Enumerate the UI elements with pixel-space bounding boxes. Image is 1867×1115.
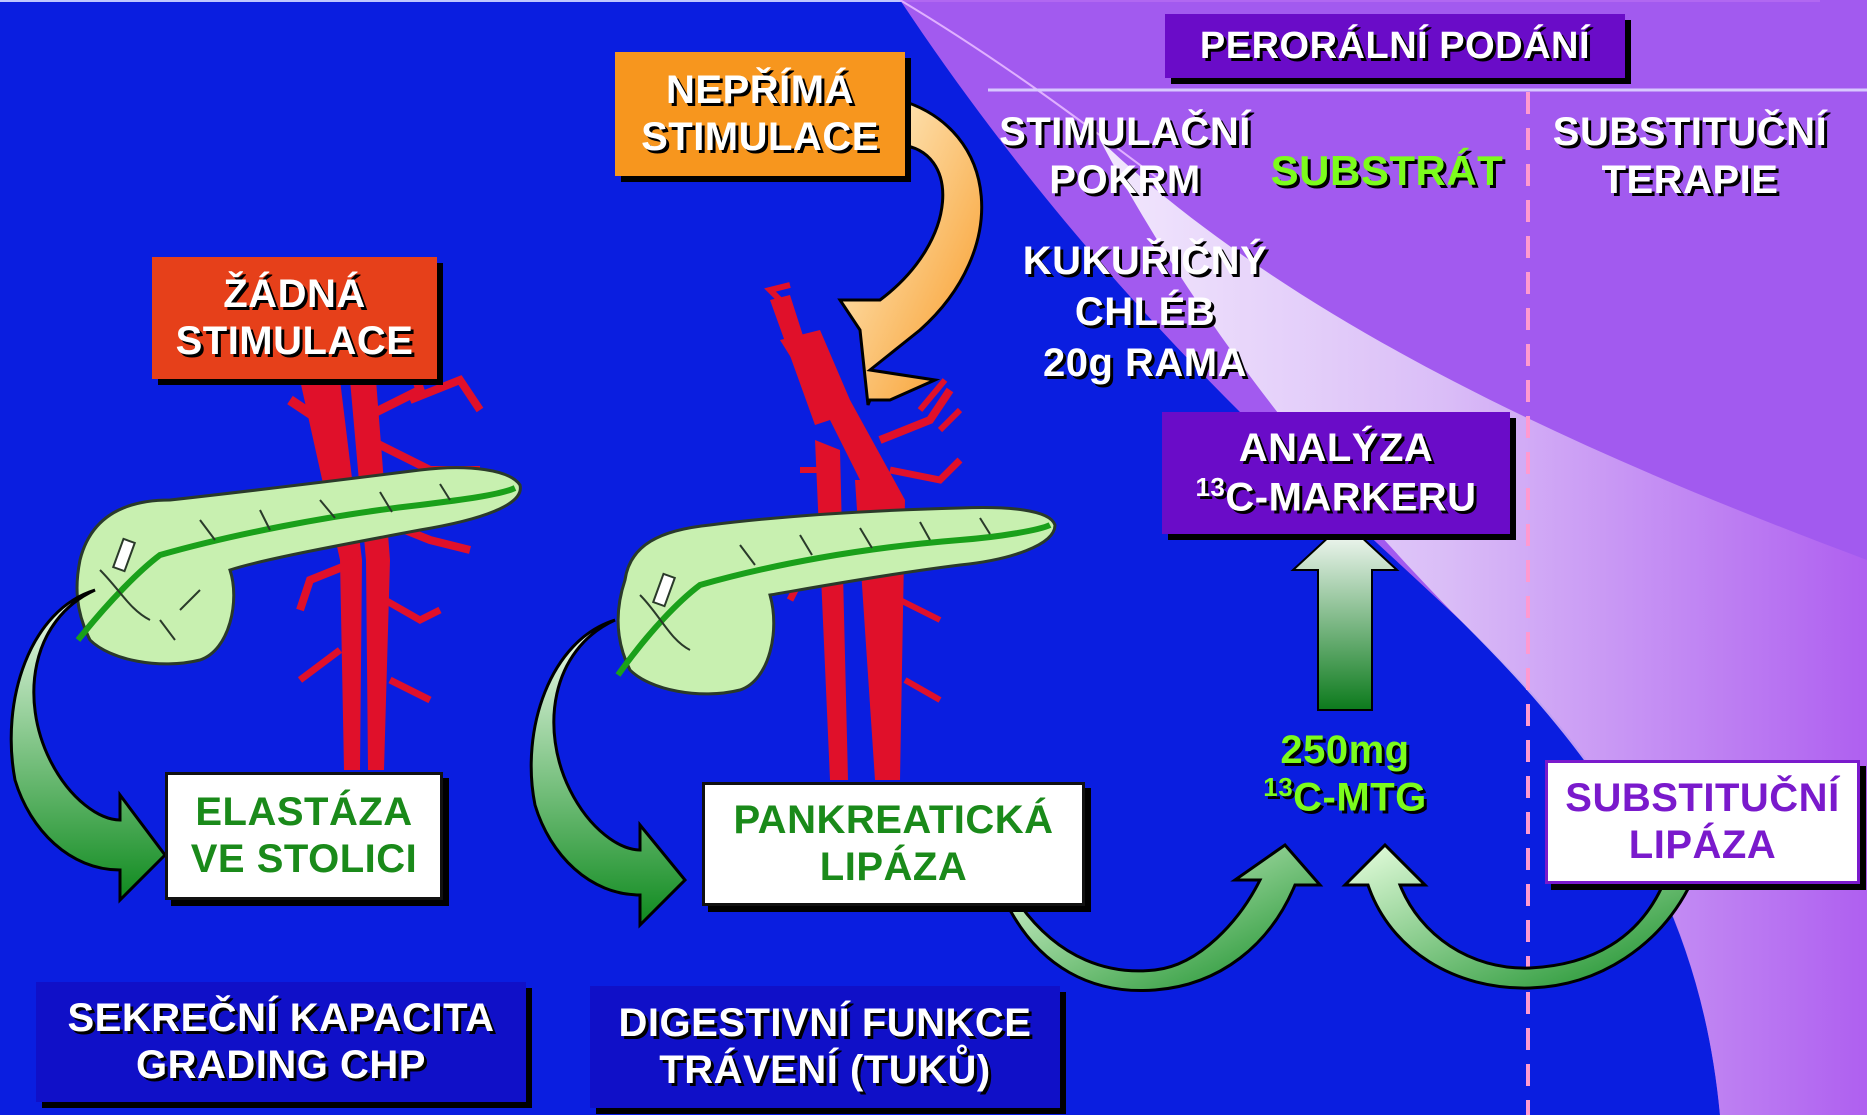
pancreatic-lipase-box: PANKREATICKÁ LIPÁZA bbox=[702, 782, 1085, 906]
substitution-therapy-line2: TERAPIE bbox=[1540, 156, 1840, 204]
elastase-line2: VE STOLICI bbox=[191, 836, 418, 883]
substitution-therapy-line1: SUBSTITUČNÍ bbox=[1540, 108, 1840, 156]
substitution-lipase-line2: LIPÁZA bbox=[1629, 822, 1776, 869]
elastase-box: ELASTÁZA VE STOLICI bbox=[165, 772, 443, 900]
indirect-stimulation-line1: NEPŘÍMÁ bbox=[666, 67, 854, 114]
substrate-dose-label: 250mg 13C-MTG bbox=[1235, 728, 1455, 820]
analysis-superscript: 13 bbox=[1195, 472, 1225, 502]
indirect-stimulation-box: NEPŘÍMÁ STIMULACE bbox=[615, 52, 905, 176]
secretory-capacity-line2: GRADING CHP bbox=[136, 1042, 426, 1089]
substrate-label: SUBSTRÁT bbox=[1262, 146, 1512, 196]
digestive-function-box: DIGESTIVNÍ FUNKCE TRÁVENÍ (TUKŮ) bbox=[590, 986, 1060, 1108]
analysis-box: ANALÝZA 13C-MARKERU bbox=[1162, 412, 1510, 534]
substrate-dose-line1: 250mg bbox=[1235, 728, 1455, 773]
substrate-dose-mtg: C-MTG bbox=[1293, 775, 1427, 819]
no-stimulation-box: ŽÁDNÁ STIMULACE bbox=[152, 257, 437, 379]
indirect-stimulation-line2: STIMULACE bbox=[641, 114, 879, 161]
secretory-capacity-box: SEKREČNÍ KAPACITA GRADING CHP bbox=[36, 982, 526, 1102]
stimulating-meal-line2: POKRM bbox=[985, 156, 1265, 204]
meal-contents-line1: KUKUŘIČNÝ bbox=[1000, 236, 1290, 287]
pancreas-left bbox=[77, 468, 520, 664]
no-stimulation-line2: STIMULACE bbox=[176, 318, 414, 365]
no-stimulation-line1: ŽÁDNÁ bbox=[223, 271, 365, 318]
analysis-line2: 13C-MARKERU bbox=[1195, 472, 1476, 522]
analysis-line1: ANALÝZA bbox=[1239, 425, 1434, 472]
oral-administration-box: PERORÁLNÍ PODÁNÍ bbox=[1165, 14, 1625, 78]
up-arrow-to-analysis bbox=[1293, 522, 1397, 710]
vessels-left bbox=[290, 360, 480, 770]
meal-contents-label: KUKUŘIČNÝ CHLÉB 20g RAMA bbox=[1000, 236, 1290, 390]
elastase-line1: ELASTÁZA bbox=[195, 789, 412, 836]
substrate-text: SUBSTRÁT bbox=[1262, 146, 1512, 196]
substitution-lipase-box: SUBSTITUČNÍ LIPÁZA bbox=[1545, 760, 1860, 884]
digestive-function-line2: TRÁVENÍ (TUKŮ) bbox=[659, 1047, 990, 1094]
substrate-dose-superscript: 13 bbox=[1263, 772, 1293, 802]
meal-contents-line2: CHLÉB bbox=[1000, 287, 1290, 338]
oral-administration-label: PERORÁLNÍ PODÁNÍ bbox=[1200, 24, 1590, 69]
pancreatic-lipase-line2: LIPÁZA bbox=[820, 844, 967, 891]
pancreatic-lipase-line1: PANKREATICKÁ bbox=[733, 797, 1053, 844]
substrate-dose-line2: 13C-MTG bbox=[1235, 773, 1455, 820]
analysis-marker-text: C-MARKERU bbox=[1225, 475, 1476, 519]
stimulating-meal-label: STIMULAČNÍ POKRM bbox=[985, 108, 1265, 204]
meal-contents-line3: 20g RAMA bbox=[1000, 338, 1290, 389]
substitution-lipase-line1: SUBSTITUČNÍ bbox=[1565, 775, 1839, 822]
secretory-capacity-line1: SEKREČNÍ KAPACITA bbox=[67, 995, 494, 1042]
digestive-function-line1: DIGESTIVNÍ FUNKCE bbox=[619, 1000, 1032, 1047]
stimulating-meal-line1: STIMULAČNÍ bbox=[985, 108, 1265, 156]
substitution-therapy-label: SUBSTITUČNÍ TERAPIE bbox=[1540, 108, 1840, 204]
